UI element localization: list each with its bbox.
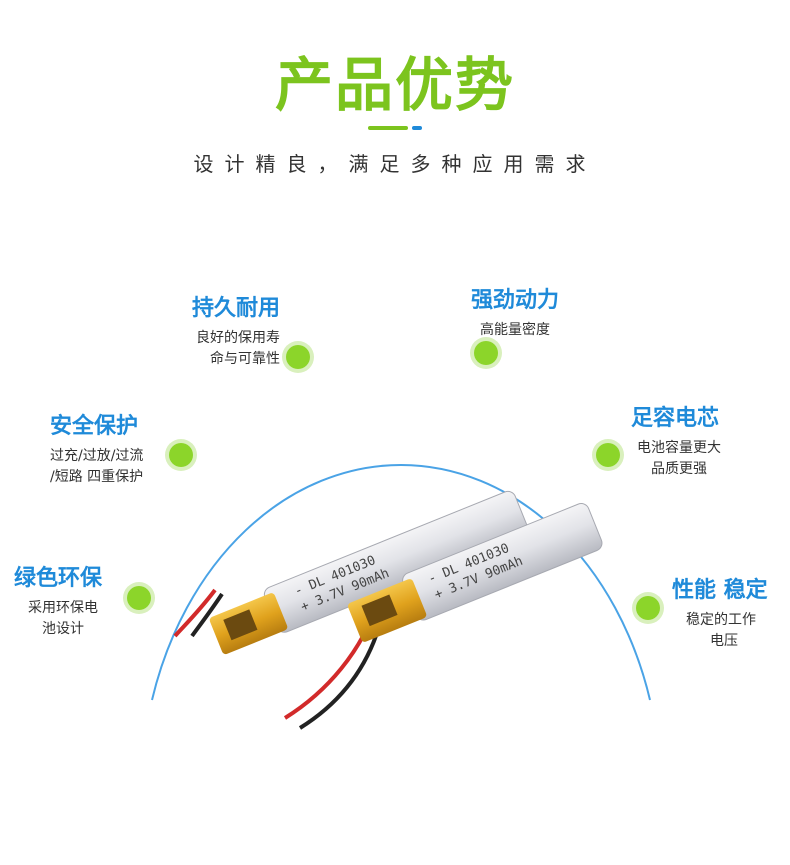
feature-desc: 高能量密度 (455, 320, 575, 341)
feature-dot-durable (286, 345, 310, 369)
page-subtitle: 设计精良，满足多种应用需求 (193, 152, 597, 176)
feature-desc-line: 高能量密度 (480, 322, 550, 338)
feature-power: 强劲动力 高能量密度 (455, 282, 575, 341)
feature-dot-safety (169, 443, 193, 467)
page-title: 产品优势 (274, 51, 515, 119)
feature-desc-line: /短路 四重保护 (50, 469, 144, 485)
feature-eco: 绿色环保 采用环保电 池设计 (14, 560, 102, 640)
feature-desc: 稳定的工作 电压 (672, 610, 768, 652)
feature-desc: 良好的保用寿 命与可靠性 (180, 328, 280, 370)
feature-desc-line: 品质更强 (651, 461, 707, 477)
feature-desc: 采用环保电 池设计 (14, 598, 102, 640)
feature-desc-line: 良好的保用寿 (196, 330, 280, 346)
title-underline-green (368, 126, 408, 130)
feature-capacity: 足容电芯 电池容量更大 品质更强 (631, 400, 721, 480)
feature-stable: 性能 稳定 稳定的工作 电压 (672, 572, 768, 652)
feature-dot-capacity (596, 443, 620, 467)
battery-back-wires (173, 588, 224, 638)
feature-title: 性能 稳定 (672, 578, 768, 603)
feature-safety: 安全保护 过充/过放/过流 /短路 四重保护 (50, 408, 143, 488)
feature-title: 安全保护 (50, 414, 139, 439)
feature-desc: 过充/过放/过流 /短路 四重保护 (50, 446, 143, 488)
feature-dot-power (474, 341, 498, 365)
feature-desc-line: 命与可靠性 (210, 351, 280, 367)
feature-title: 绿色环保 (14, 566, 103, 591)
feature-desc-line: 电池容量更大 (637, 440, 721, 456)
feature-title: 持久耐用 (191, 296, 280, 321)
feature-desc-line: 电压 (710, 633, 738, 649)
feature-desc-line: 过充/过放/过流 (50, 448, 144, 464)
battery-back: - DL 401030 + 3.7V 90mAh (209, 490, 529, 655)
feature-desc-line: 池设计 (42, 621, 84, 637)
feature-desc-line: 稳定的工作 (686, 612, 756, 628)
feature-title: 足容电芯 (631, 406, 720, 431)
feature-dot-stable (636, 596, 660, 620)
feature-durable: 持久耐用 良好的保用寿 命与可靠性 (180, 290, 280, 370)
title-underline-blue (412, 126, 422, 130)
battery-front: - DL 401030 + 3.7V 90mAh (348, 503, 603, 642)
feature-desc: 电池容量更大 品质更强 (631, 438, 721, 480)
feature-desc-line: 采用环保电 (28, 600, 98, 616)
feature-title: 强劲动力 (470, 288, 559, 313)
feature-dot-eco (127, 586, 151, 610)
